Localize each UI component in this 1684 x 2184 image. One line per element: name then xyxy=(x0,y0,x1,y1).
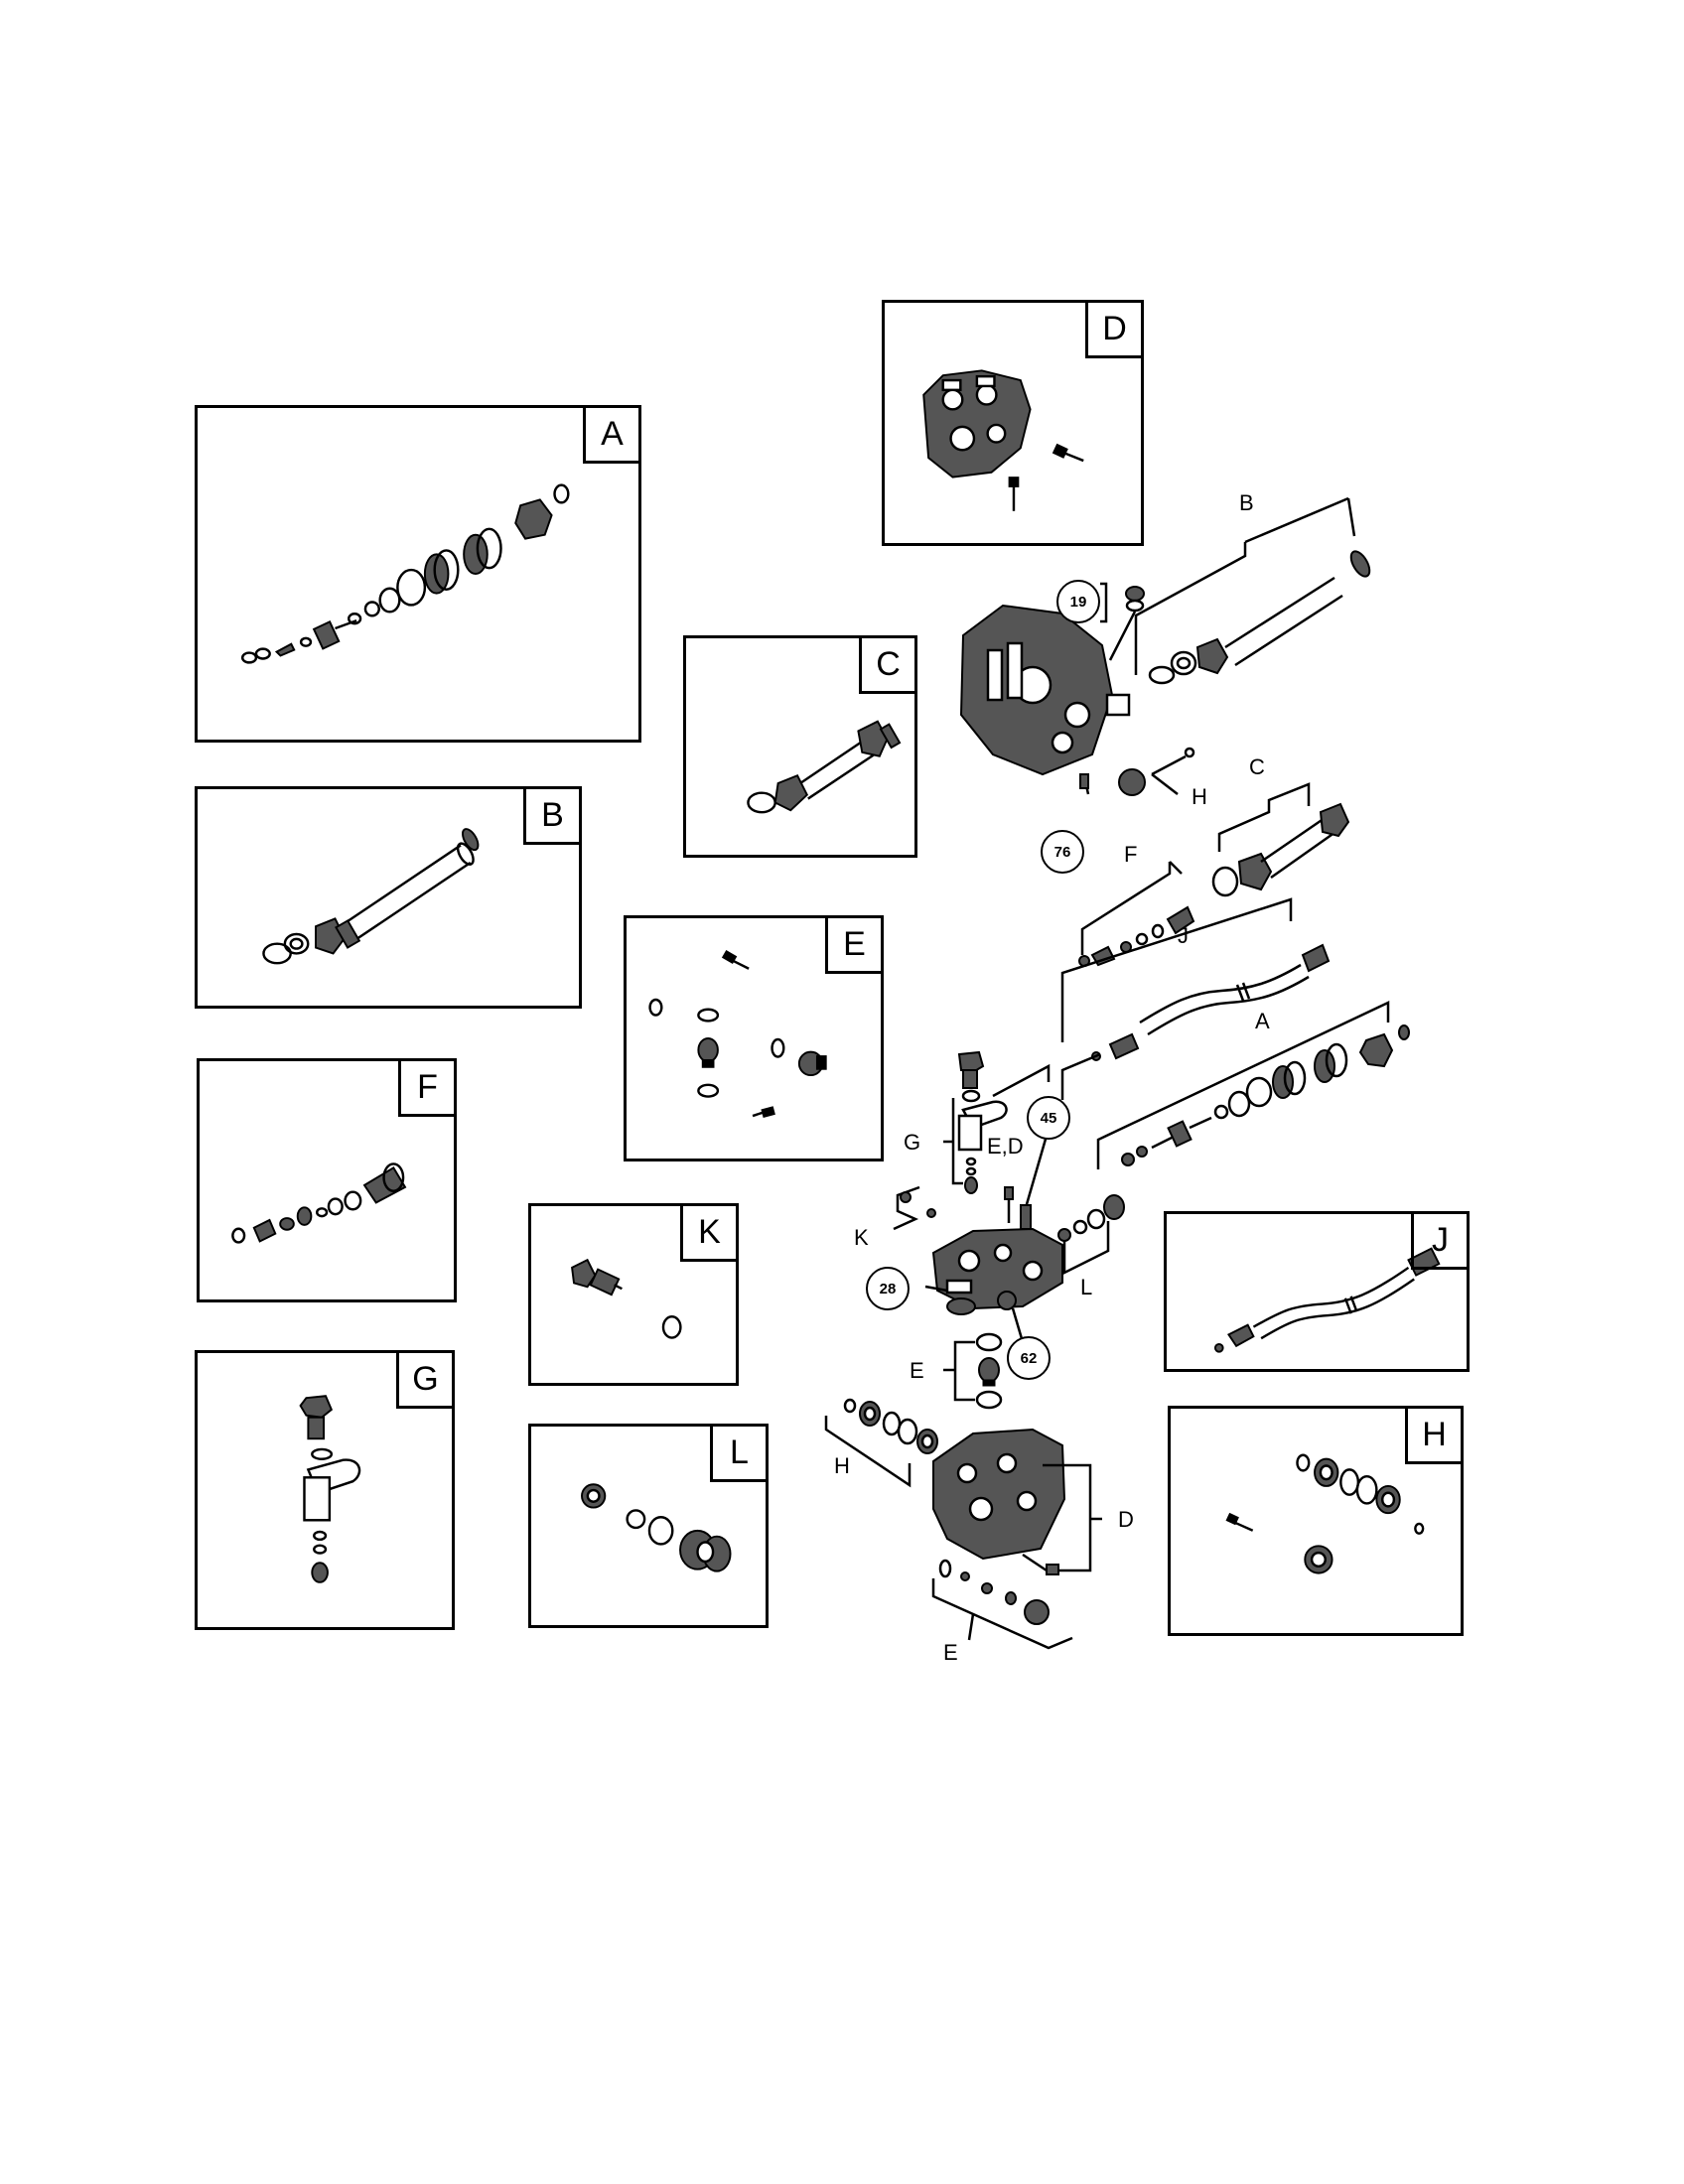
kit-f-parts xyxy=(231,1162,407,1244)
manifold-body xyxy=(922,369,1032,478)
label-g: G xyxy=(904,1130,921,1155)
valve-parts xyxy=(240,483,570,664)
kit-tag-c: C xyxy=(859,638,914,694)
label-c: C xyxy=(1249,754,1265,779)
kit-tag-d: D xyxy=(1085,303,1141,358)
spring xyxy=(362,1162,407,1204)
hose xyxy=(1252,1266,1415,1340)
label-a: A xyxy=(1255,1009,1270,1033)
kit-a-parts xyxy=(240,483,570,664)
kit-box-f: F xyxy=(197,1058,457,1302)
bolt xyxy=(752,1106,775,1119)
check-valve xyxy=(697,1037,719,1068)
kit-tag-e: E xyxy=(825,918,881,974)
label-e-d: E,D xyxy=(987,1134,1024,1159)
pump-head xyxy=(959,604,1131,776)
label-j: J xyxy=(1178,923,1189,948)
seal-sleeve xyxy=(679,1529,732,1572)
kit-box-d: D xyxy=(882,300,1144,546)
kit-box-k: K xyxy=(528,1203,739,1386)
kit-tag-k: K xyxy=(680,1206,736,1262)
kit-box-l: L xyxy=(528,1424,769,1628)
banjo-fitting xyxy=(303,1458,361,1522)
label-h-lower: H xyxy=(834,1453,850,1478)
kit-g-parts xyxy=(299,1395,361,1583)
kit-tag-l: L xyxy=(710,1427,766,1482)
callout-bracket-l xyxy=(1062,1221,1110,1276)
kit-b-parts xyxy=(262,828,480,965)
callout-bracket-j xyxy=(1060,897,1293,1042)
kit-tag-b: B xyxy=(523,789,579,845)
kit-tag-g: G xyxy=(396,1353,452,1409)
plug-fitting xyxy=(571,1258,623,1297)
pipe xyxy=(342,842,475,943)
bolt xyxy=(1052,443,1084,463)
kit-j-parts xyxy=(1213,1247,1441,1353)
label-h-upper: H xyxy=(1192,784,1207,809)
kit-box-j: J xyxy=(1164,1211,1470,1372)
manifold-lower xyxy=(932,1428,1066,1561)
callout-bracket-c xyxy=(1217,782,1311,852)
kit-box-g: G xyxy=(195,1350,455,1630)
kit-tag-h: H xyxy=(1405,1409,1461,1464)
label-k: K xyxy=(854,1225,869,1250)
kit-box-c: C xyxy=(683,635,917,858)
callout-bracket-e-top xyxy=(953,1340,975,1402)
ref-45: 45 xyxy=(1027,1096,1070,1140)
banjo-bolt xyxy=(299,1395,334,1440)
label-e-bottom: E xyxy=(943,1640,958,1665)
kit-box-b: B xyxy=(195,786,582,1009)
label-d: D xyxy=(1118,1507,1134,1532)
kit-tag-f: F xyxy=(398,1061,454,1117)
bolt xyxy=(1225,1512,1254,1532)
ref-76: 76 xyxy=(1041,830,1084,874)
pipe-fitting xyxy=(773,720,902,812)
kit-c-parts xyxy=(747,720,902,814)
label-l: L xyxy=(1080,1275,1093,1299)
ref-28: 28 xyxy=(866,1267,910,1310)
ref-19: 19 xyxy=(1056,580,1100,623)
kit-box-a: A xyxy=(195,405,641,743)
callout-bracket-g xyxy=(951,1098,963,1185)
callout-bracket-b xyxy=(1134,542,1247,675)
callout-bracket-a xyxy=(1096,1001,1390,1169)
kit-d-parts xyxy=(922,369,1084,511)
kit-k-parts xyxy=(571,1258,682,1339)
check-valve xyxy=(797,1050,827,1077)
kit-tag-j: J xyxy=(1411,1214,1467,1270)
kit-box-h: H xyxy=(1168,1406,1464,1636)
bolt xyxy=(721,950,750,970)
o-ring xyxy=(661,1315,682,1339)
kit-box-e: E xyxy=(624,915,884,1161)
bolt xyxy=(1008,477,1020,511)
kit-e-parts xyxy=(648,950,827,1119)
label-b: B xyxy=(1239,490,1254,515)
callout-bracket-e-bottom xyxy=(931,1578,1073,1650)
label-f: F xyxy=(1124,842,1138,867)
kit-tag-a: A xyxy=(583,408,638,464)
kit-l-parts xyxy=(581,1483,732,1572)
label-e-top: E xyxy=(910,1358,924,1383)
callout-bracket-f xyxy=(1080,862,1172,955)
ref-62: 62 xyxy=(1007,1336,1051,1380)
kit-h-parts xyxy=(1225,1453,1425,1574)
manifold-center xyxy=(931,1227,1063,1310)
callout-bracket-h-lower xyxy=(824,1416,912,1488)
